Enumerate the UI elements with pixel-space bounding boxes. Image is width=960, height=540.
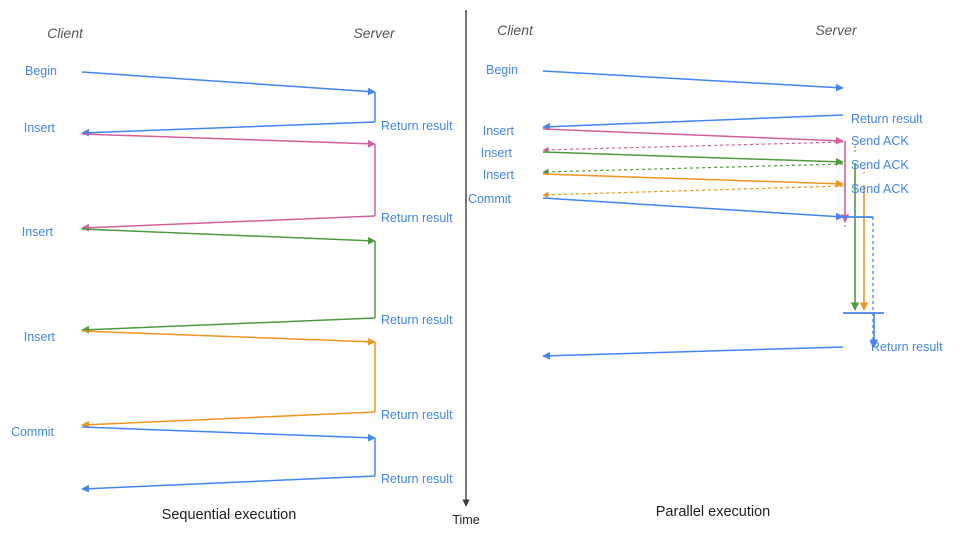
- time-axis: Time: [452, 10, 480, 527]
- message-label-sequential-commit: Commit: [11, 425, 55, 439]
- message-parallel-ack-2: [542, 163, 844, 175]
- client-header-sequential: Client: [47, 25, 84, 41]
- message-sequential-insert-3: [81, 330, 376, 346]
- message-parallel-begin: [542, 70, 844, 92]
- message-label-parallel-ack-3: Send ACK: [851, 182, 909, 196]
- message-label-parallel-insert-1: Insert: [483, 124, 515, 138]
- message-label-parallel-begin: Begin: [486, 63, 518, 77]
- message-sequential-insert-1-return: [81, 215, 376, 232]
- message-label-sequential-begin-return: Return result: [381, 119, 453, 133]
- server-header-sequential: Server: [353, 25, 396, 41]
- message-parallel-ack-3: [542, 185, 844, 198]
- message-label-sequential-insert-1: Insert: [24, 121, 56, 135]
- message-parallel-insert-2: [542, 151, 844, 166]
- message-label-sequential-insert-2: Insert: [22, 225, 54, 239]
- message-label-parallel-insert-2: Insert: [481, 146, 513, 160]
- message-parallel-ack-1: [542, 141, 844, 153]
- message-label-sequential-insert-3-return: Return result: [381, 408, 453, 422]
- time-axis-label: Time: [452, 513, 479, 527]
- client-header-parallel: Client: [497, 22, 534, 38]
- message-label-parallel-ack-1: Send ACK: [851, 134, 909, 148]
- server-header-parallel: Server: [815, 22, 858, 38]
- message-parallel-commit-return: [542, 346, 844, 360]
- message-label-sequential-insert-2-return: Return result: [381, 313, 453, 327]
- message-label-sequential-begin: Begin: [25, 64, 57, 78]
- message-sequential-insert-1: [81, 133, 376, 148]
- message-sequential-commit-return: [81, 475, 376, 493]
- message-sequential-commit: [81, 426, 376, 442]
- caption-sequential: Sequential execution: [162, 507, 297, 523]
- message-sequential-insert-3-return: [81, 411, 376, 429]
- message-label-sequential-insert-1-return: Return result: [381, 211, 453, 225]
- message-parallel-commit: [542, 197, 844, 221]
- message-label-parallel-commit-return: Return result: [871, 340, 943, 354]
- message-parallel-insert-3: [542, 173, 844, 188]
- message-label-parallel-ack-2: Send ACK: [851, 158, 909, 172]
- message-label-sequential-commit-return: Return result: [381, 472, 453, 486]
- message-sequential-insert-2-return: [81, 317, 376, 334]
- message-sequential-insert-2: [81, 228, 376, 245]
- message-parallel-insert-1: [542, 128, 844, 145]
- caption-parallel: Parallel execution: [656, 504, 770, 520]
- message-label-parallel-commit: Commit: [468, 192, 512, 206]
- message-label-parallel-begin-return: Return result: [851, 112, 923, 126]
- message-label-parallel-insert-3: Insert: [483, 168, 515, 182]
- message-parallel-begin-return: [542, 114, 844, 131]
- message-sequential-begin: [81, 71, 376, 96]
- message-sequential-begin-return: [81, 121, 376, 137]
- message-label-sequential-insert-3: Insert: [24, 330, 56, 344]
